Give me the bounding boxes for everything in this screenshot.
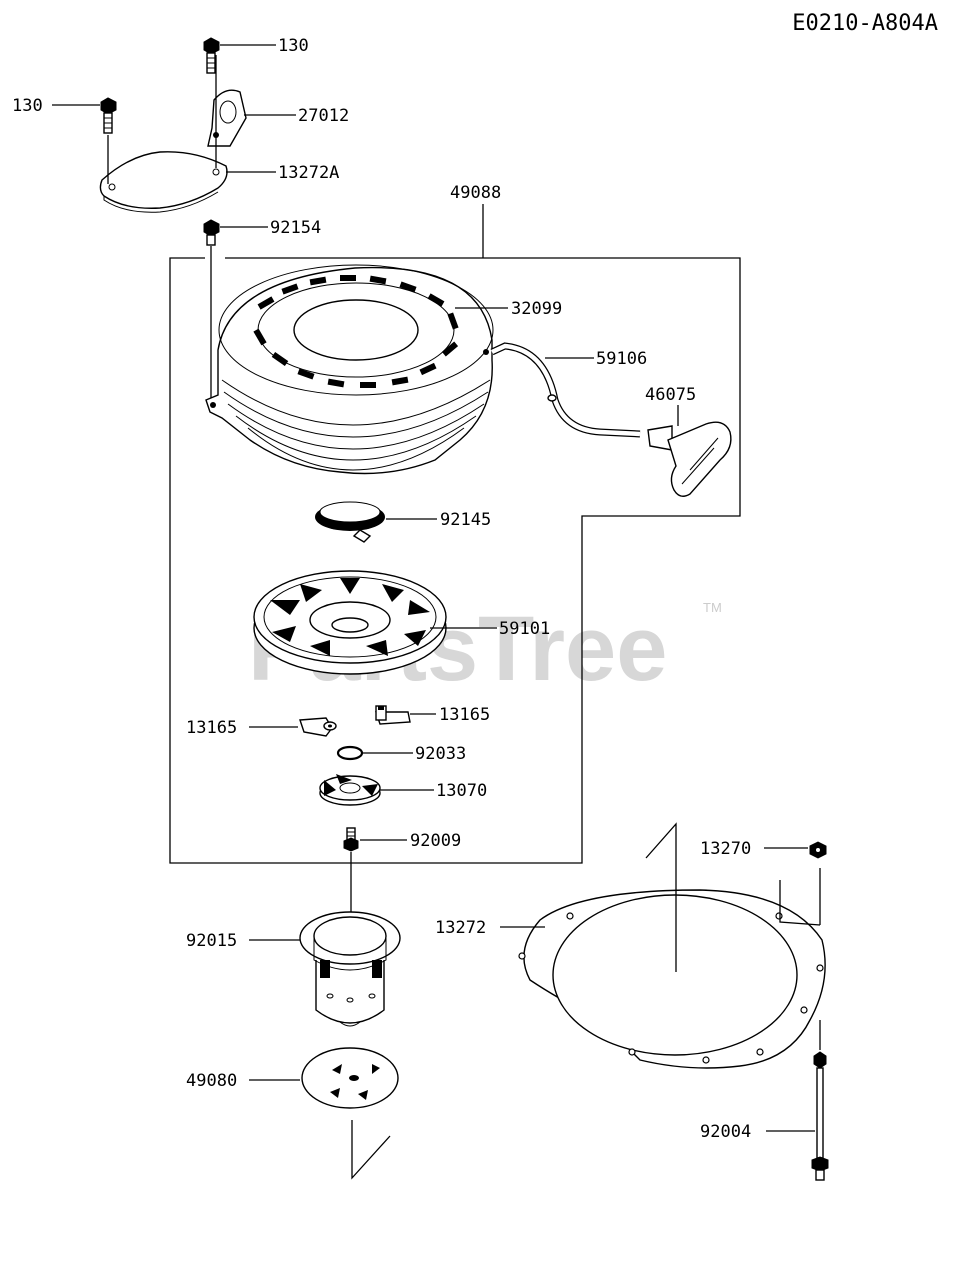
stud-92004[interactable] <box>811 1051 829 1181</box>
callout-49080[interactable]: 92015 <box>186 931 237 951</box>
callout-130-b[interactable]: 130 <box>12 96 43 116</box>
starter-case-32099[interactable] <box>205 264 494 475</box>
callout-27012[interactable]: 27012 <box>298 106 349 126</box>
callout-49088[interactable]: 49088 <box>450 183 501 203</box>
bolt-130-a[interactable] <box>203 37 220 74</box>
bolt-92009[interactable] <box>343 827 359 852</box>
callout-13272[interactable]: 13272 <box>435 918 486 938</box>
callout-13165-b[interactable]: 13165 <box>439 705 490 725</box>
continuation-mark-bottom <box>351 1120 391 1180</box>
bolt-92154[interactable] <box>203 219 220 246</box>
plate-13272A[interactable] <box>99 151 228 213</box>
callout-59106[interactable]: 59106 <box>596 349 647 369</box>
assembly-49088-outline <box>169 257 741 864</box>
plate-13272[interactable] <box>518 889 826 1069</box>
ratchet-13165-b[interactable] <box>375 705 411 725</box>
oring-92033[interactable] <box>336 745 364 761</box>
callout-32099[interactable]: 32099 <box>511 299 562 319</box>
spring-92145[interactable] <box>315 501 385 543</box>
bolt-130-b[interactable] <box>100 97 117 134</box>
rope-59106[interactable] <box>490 342 641 438</box>
callout-13070[interactable]: 13070 <box>436 781 487 801</box>
ratchet-guide-13070[interactable] <box>319 774 381 806</box>
watermark-tm: TM <box>703 600 722 615</box>
callout-92009[interactable]: 92009 <box>410 831 461 851</box>
callout-92033[interactable]: 92033 <box>415 744 466 764</box>
callout-13270[interactable]: 49080 <box>186 1071 237 1091</box>
plate-13270[interactable] <box>301 1047 399 1109</box>
callout-13272A[interactable]: 13272A <box>278 163 339 183</box>
callout-92004[interactable]: 92004 <box>700 1122 751 1142</box>
callout-59101[interactable]: 59101 <box>499 619 550 639</box>
callout-92154[interactable]: 92154 <box>270 218 321 238</box>
callout-92145[interactable]: 92145 <box>440 510 491 530</box>
diagram-code: E0210-A804A <box>792 11 938 36</box>
callout-13165-a[interactable]: 13165 <box>186 718 237 738</box>
callout-92015[interactable]: 13270 <box>700 839 751 859</box>
ratchet-13165-a[interactable] <box>299 717 337 737</box>
callout-46075[interactable]: 46075 <box>645 385 696 405</box>
reel-59101[interactable] <box>253 570 447 675</box>
callout-130-a[interactable]: 130 <box>278 36 309 56</box>
pulley-49080[interactable] <box>299 911 401 1027</box>
bracket-27012[interactable] <box>207 89 247 147</box>
nut-92015[interactable] <box>809 841 827 859</box>
handle-46075[interactable] <box>647 421 732 497</box>
continuation-mark-right <box>645 822 677 972</box>
fastener-guide <box>779 880 821 926</box>
